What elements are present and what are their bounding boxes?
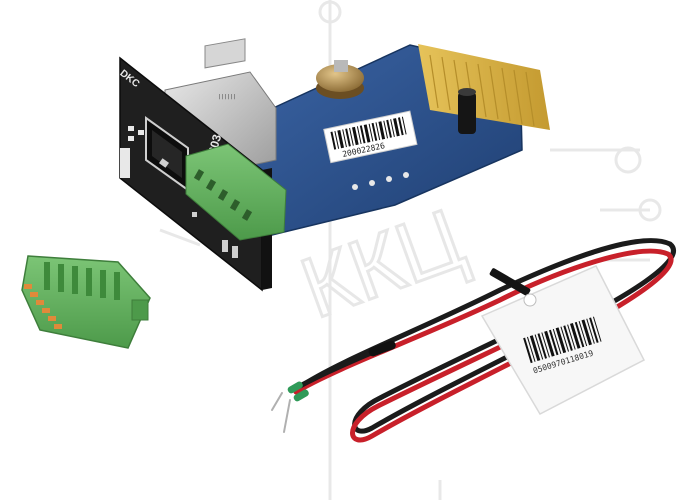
loose-terminal-block	[21, 255, 151, 349]
gold-edge-connector	[418, 44, 550, 130]
capacitor	[458, 88, 476, 134]
tag-barcode	[523, 316, 602, 364]
barcode-tag: 0500970118019	[480, 265, 646, 415]
bracket-side-label	[120, 148, 130, 178]
terminal-orange-pins	[24, 284, 62, 329]
pcb-mount-holes	[352, 172, 409, 190]
bracket-markings	[192, 212, 238, 258]
network-icon	[128, 126, 144, 141]
mounted-terminal-block	[185, 143, 287, 241]
coin-battery	[316, 60, 364, 99]
svg-text:||||||: ||||||	[218, 94, 236, 100]
pcb-board: 200022826	[249, 44, 550, 236]
